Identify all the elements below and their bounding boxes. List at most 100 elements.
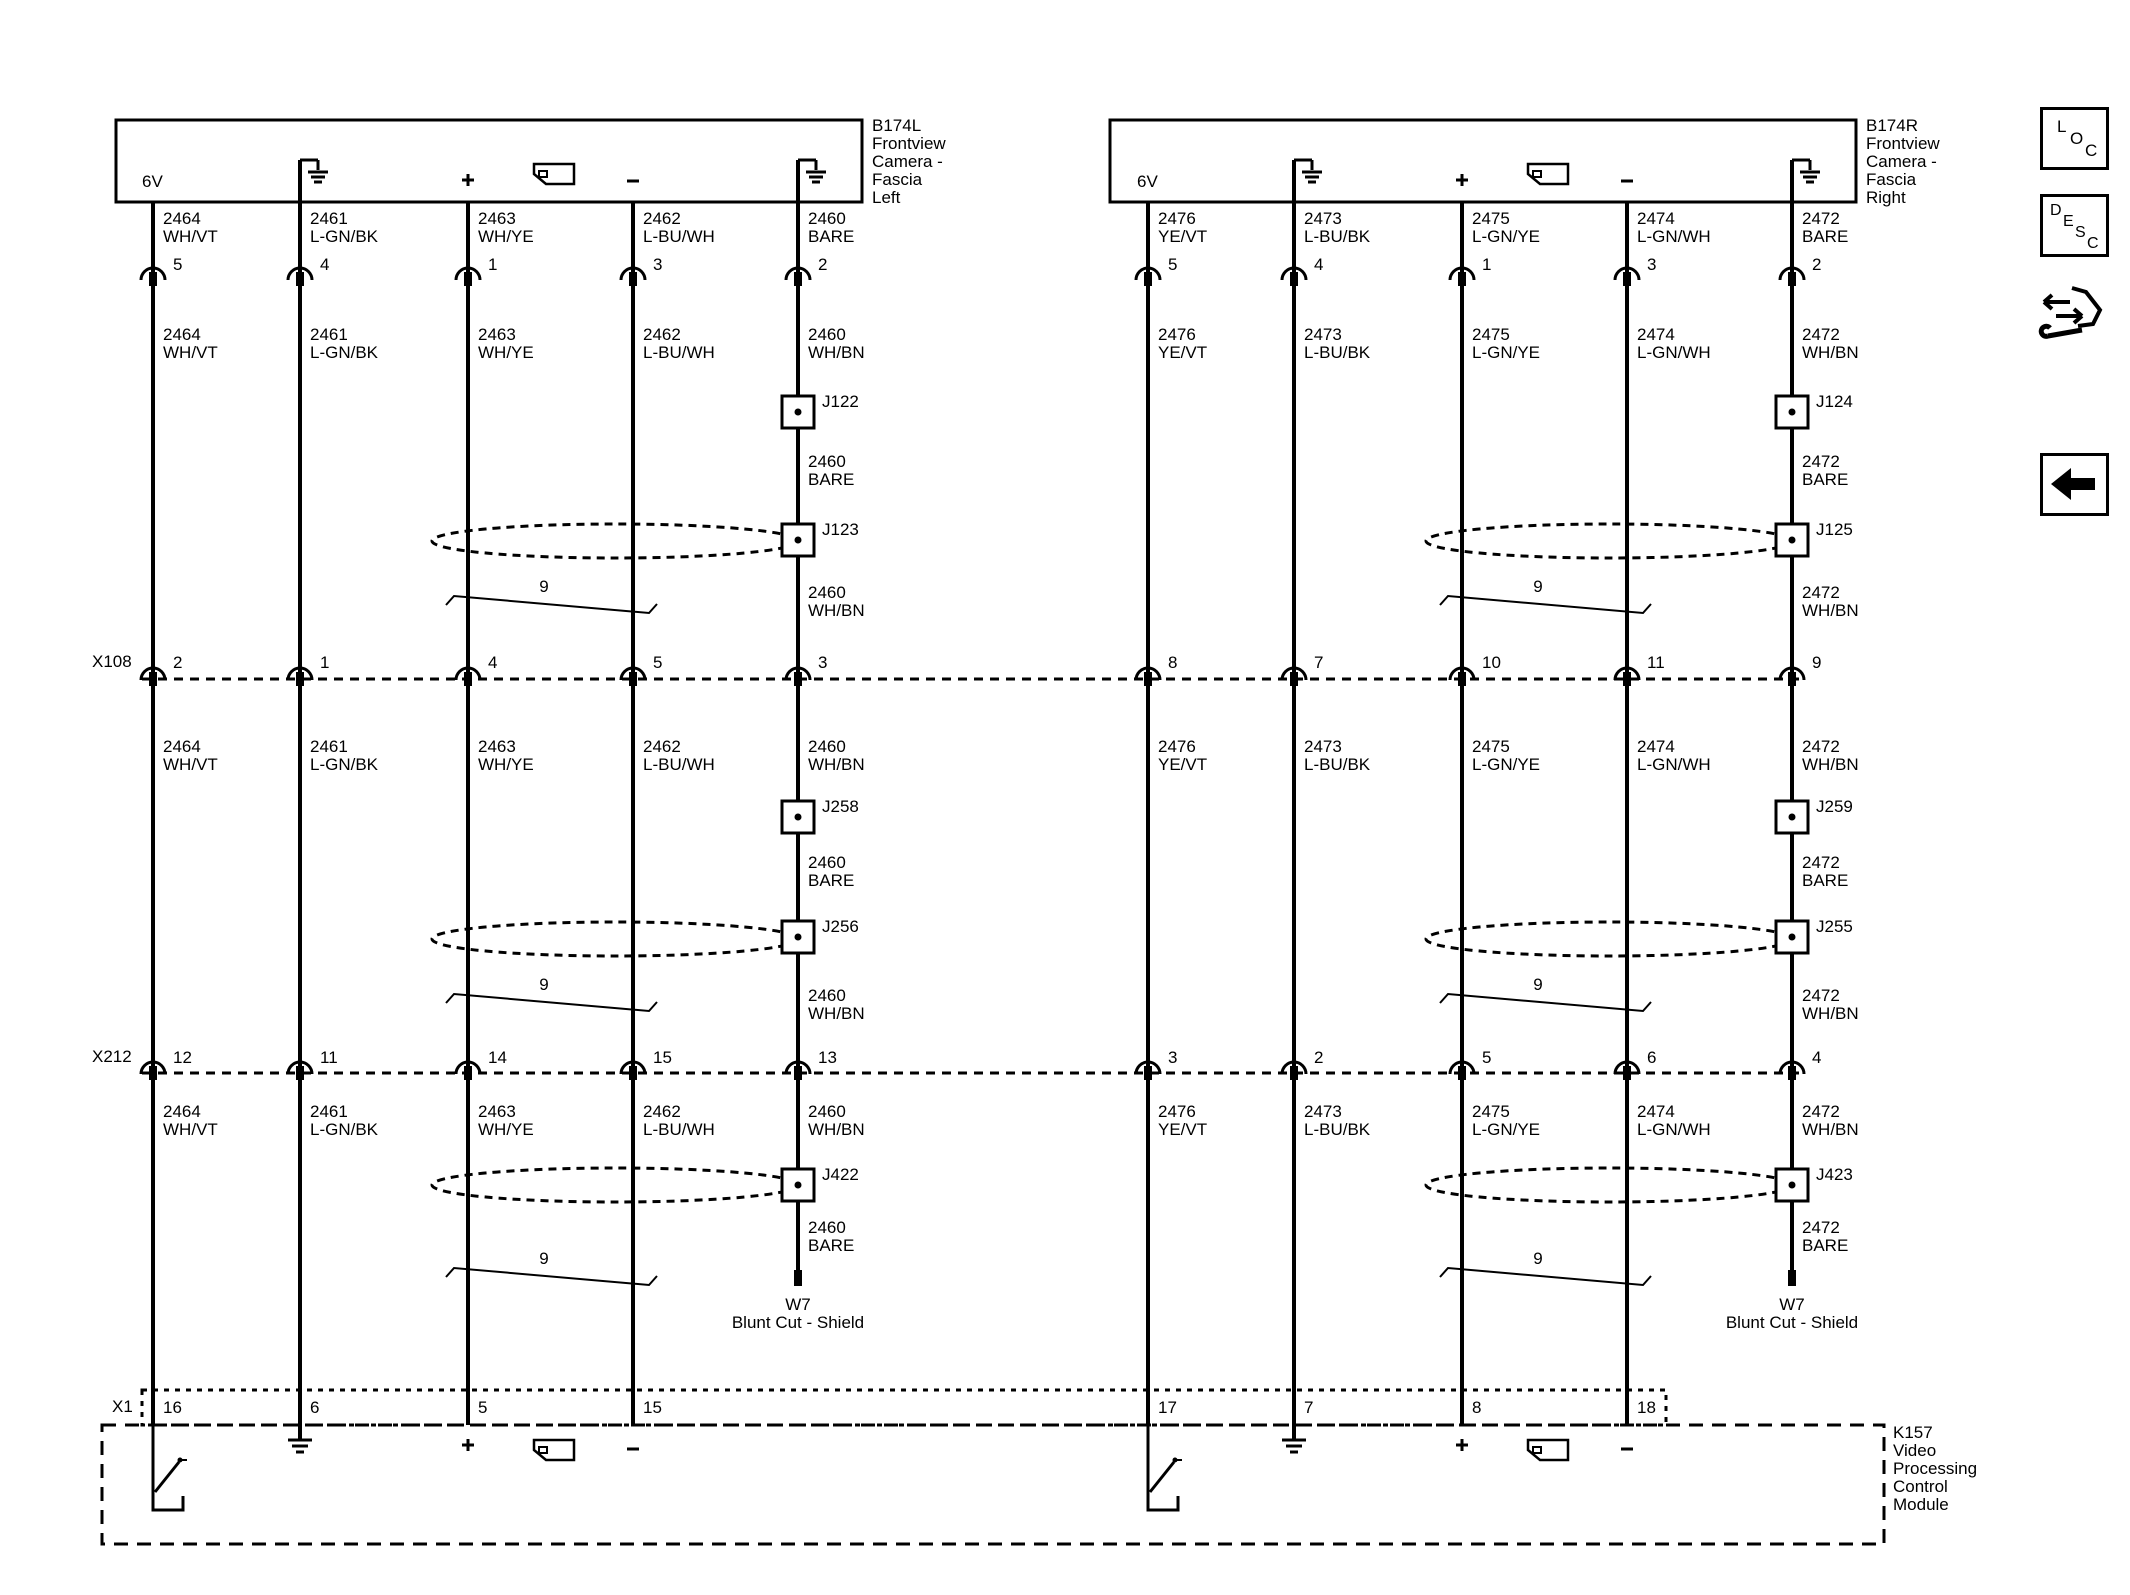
circuit-color: WH/BN	[1802, 601, 1859, 620]
pin-terminal	[464, 672, 472, 686]
circuit-number: 2473	[1304, 1102, 1342, 1121]
splice-dot	[794, 1181, 802, 1189]
splice-box	[1774, 919, 1810, 955]
module-name: Processing	[1893, 1459, 1977, 1478]
splice-box	[780, 919, 816, 955]
camera-pin-number: 4	[320, 255, 329, 274]
circuit-color: L-GN/YE	[1472, 755, 1540, 774]
splice-label: J259	[1816, 797, 1853, 816]
x1-pin-number: 6	[310, 1398, 319, 1417]
camera-pin	[1280, 266, 1308, 281]
pin-terminal	[296, 1066, 304, 1080]
shield-end-ref: W7	[1779, 1295, 1805, 1314]
camera-pin-number: 5	[1168, 255, 1177, 274]
pin-terminal	[1290, 272, 1298, 286]
component-name: Left	[872, 188, 901, 207]
x212-pin-number: 12	[173, 1048, 192, 1067]
pin-terminal	[464, 1066, 472, 1080]
camera-pin-number: 1	[1482, 255, 1491, 274]
camera-icon	[1526, 162, 1570, 186]
circuit-color: L-BU/WH	[643, 343, 715, 362]
component-name: Camera -	[872, 152, 943, 171]
circuit-number: 2460	[808, 1102, 846, 1121]
circuit-number: 2475	[1472, 737, 1510, 756]
twist-label: 9	[1533, 577, 1542, 596]
pin-terminal	[464, 272, 472, 286]
circuit-number: 2472	[1802, 209, 1840, 228]
x212-pin	[619, 1060, 647, 1075]
module-box	[100, 1423, 1886, 1546]
x212-pin	[1778, 1060, 1806, 1075]
x212-pin-number: 3	[1168, 1048, 1177, 1067]
circuit-color: L-GN/WH	[1637, 755, 1711, 774]
circuit-number: 2473	[1304, 325, 1342, 344]
x108-pin	[784, 666, 812, 681]
pin-terminal	[1788, 272, 1796, 286]
circuit-color: BARE	[808, 227, 854, 246]
back-button[interactable]	[2040, 453, 2109, 516]
splice-dot	[794, 933, 802, 941]
splice-dot	[794, 408, 802, 416]
circuit-color: L-GN/BK	[310, 343, 379, 362]
splice-dot	[1788, 813, 1796, 821]
x108-pin-number: 5	[653, 653, 662, 672]
switch-icon	[153, 1461, 181, 1493]
twisted-pair-marker	[1439, 992, 1652, 1013]
pin-terminal	[149, 672, 157, 686]
shield-ellipse	[430, 920, 800, 958]
x108-pin	[1448, 666, 1476, 681]
x108-pin	[1134, 666, 1162, 681]
circuit-color: L-BU/BK	[1304, 1120, 1371, 1139]
pin-terminal	[1458, 272, 1466, 286]
loc-icon: L O C	[2057, 117, 2097, 160]
circuit-number: 2463	[478, 1102, 516, 1121]
circuit-number: 2461	[310, 1102, 348, 1121]
description-button[interactable]: D E S C	[2040, 194, 2109, 257]
wire-end-cap	[1788, 1270, 1796, 1286]
x1-connector-box	[140, 1388, 1668, 1427]
x212-pin	[454, 1060, 482, 1075]
pin-terminal	[1788, 672, 1796, 686]
shield-ellipse	[1424, 1166, 1794, 1204]
circuit-color: L-GN/WH	[1637, 227, 1711, 246]
svg-text:L: L	[2057, 117, 2066, 136]
circuit-color: L-BU/WH	[643, 227, 715, 246]
camera-pin-number: 3	[1647, 255, 1656, 274]
camera-pin	[1613, 266, 1641, 281]
splice-dot	[1788, 408, 1796, 416]
x212-pin-number: 15	[653, 1048, 672, 1067]
circuit-color: WH/VT	[163, 343, 218, 362]
x108-pin-number: 7	[1314, 653, 1323, 672]
circuit-color: BARE	[808, 1236, 854, 1255]
splice-dot	[794, 813, 802, 821]
circuit-color: L-BU/WH	[643, 1120, 715, 1139]
circuit-color: YE/VT	[1158, 343, 1207, 362]
module-name: Video	[1893, 1441, 1936, 1460]
circuit-color: WH/BN	[1802, 755, 1859, 774]
twisted-pair-marker	[445, 594, 658, 615]
x108-pin	[286, 666, 314, 681]
switch-icon	[1148, 1461, 1176, 1493]
pin-terminal	[1290, 1066, 1298, 1080]
circuit-number: 2462	[643, 737, 681, 756]
x108-pin-number: 1	[320, 653, 329, 672]
voltage-label: 6V	[142, 172, 163, 191]
locator-button[interactable]: L O C	[2040, 107, 2109, 170]
x212-pin	[139, 1060, 167, 1075]
connector-tool-button[interactable]	[2038, 280, 2113, 350]
component-name: Fascia	[872, 170, 923, 189]
circuit-color: YE/VT	[1158, 227, 1207, 246]
splice-label: J122	[822, 392, 859, 411]
x1-pin-number: 18	[1637, 1398, 1656, 1417]
circuit-number: 2473	[1304, 737, 1342, 756]
pin-terminal	[1144, 1066, 1152, 1080]
x108-pin	[1613, 666, 1641, 681]
x212-pin-number: 2	[1314, 1048, 1323, 1067]
circuit-color: WH/BN	[1802, 343, 1859, 362]
twist-label: 9	[1533, 975, 1542, 994]
x108-pin-number: 10	[1482, 653, 1501, 672]
connector-x212: X212	[92, 1047, 132, 1066]
circuit-color: L-GN/YE	[1472, 1120, 1540, 1139]
circuit-color: L-BU/BK	[1304, 343, 1371, 362]
svg-text:S: S	[2075, 224, 2086, 241]
